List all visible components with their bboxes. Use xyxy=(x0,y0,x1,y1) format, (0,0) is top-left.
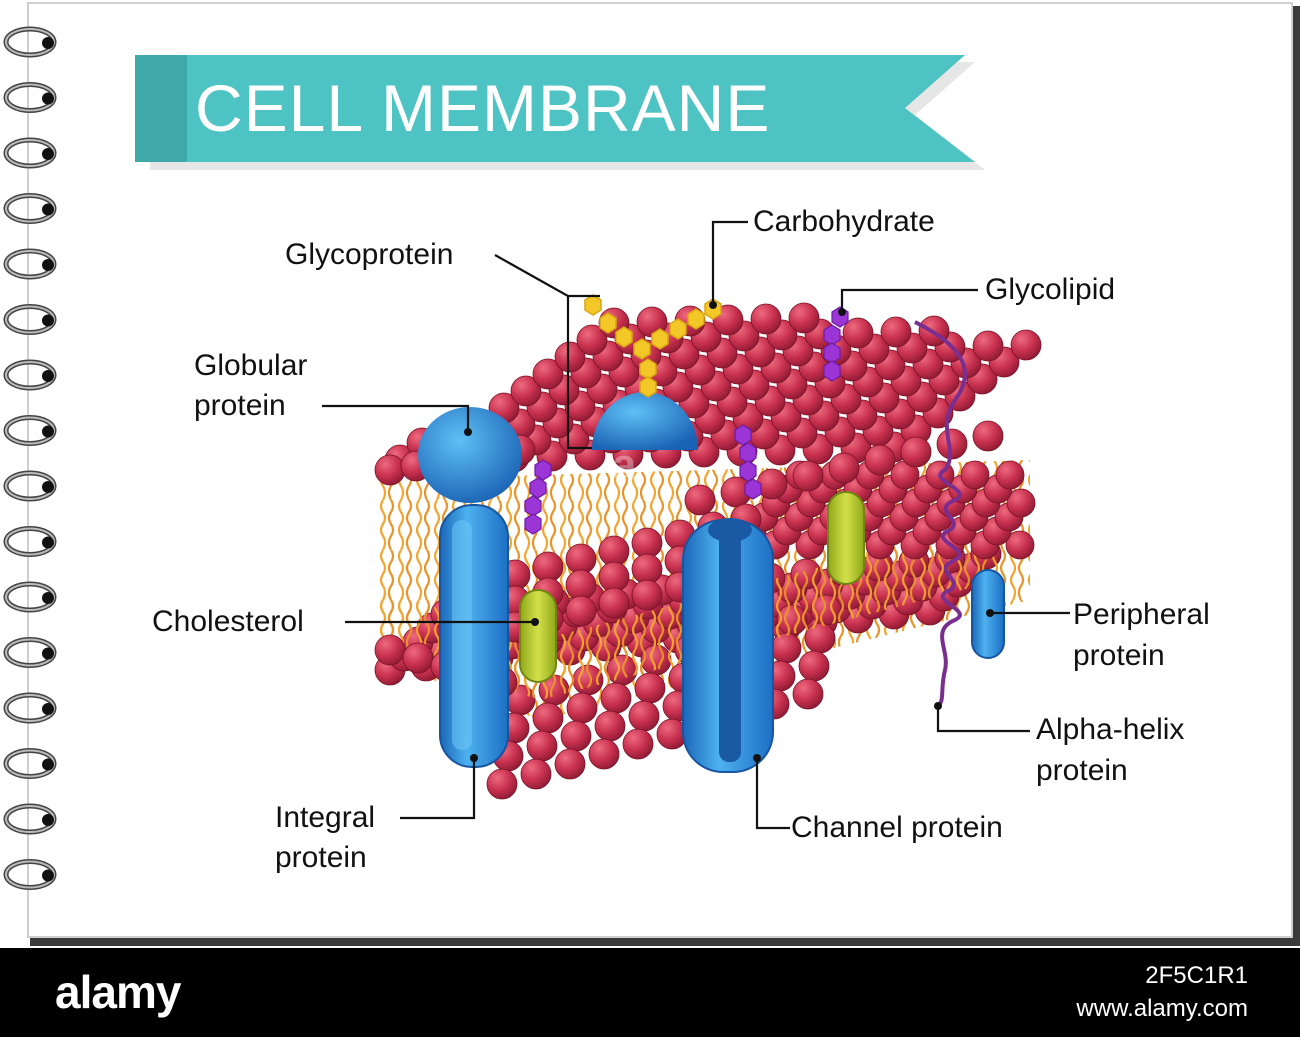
leader-dots xyxy=(464,301,994,762)
spiral-ring xyxy=(3,82,57,113)
spiral-ring xyxy=(3,137,57,169)
integral-protein xyxy=(439,504,509,768)
label-globular-line2: protein xyxy=(194,389,286,422)
glycolipid-chains xyxy=(524,306,849,535)
glycoprotein-dome xyxy=(592,392,698,450)
spiral-ring xyxy=(3,470,57,502)
spiral-ring xyxy=(3,748,57,779)
label-channel: Channel protein xyxy=(791,811,1003,844)
label-alpha-line1: Alpha-helix xyxy=(1036,713,1185,746)
label-integral-line2: protein xyxy=(275,841,367,874)
spiral-ring xyxy=(3,248,57,280)
cholesterol xyxy=(519,589,557,683)
spiral-ring xyxy=(3,859,57,890)
spiral-ring xyxy=(3,692,57,724)
site-url: www.alamy.com xyxy=(1076,995,1248,1022)
watermark: a xyxy=(612,440,637,489)
spiral-ring xyxy=(3,304,57,335)
label-integral-line1: Integral xyxy=(275,801,376,834)
label-alpha-line2: protein xyxy=(1036,754,1128,787)
label-peripheral-line1: Peripheral xyxy=(1073,598,1210,631)
spiral-ring xyxy=(3,526,57,557)
alpha-helix-protein xyxy=(914,320,967,708)
leader-lines xyxy=(322,220,1070,830)
title-banner xyxy=(135,55,985,170)
channel-protein xyxy=(682,518,774,773)
spiral-ring xyxy=(3,581,57,613)
image-code: 2F5C1R1 xyxy=(1145,962,1248,989)
spiral-ring xyxy=(3,26,57,58)
page-title: CELL MEMBRANE xyxy=(195,71,771,145)
brand-logo: alamy xyxy=(55,966,181,1018)
cholesterol-2 xyxy=(827,491,865,585)
spiral-ring xyxy=(3,415,57,446)
label-cholesterol: Cholesterol xyxy=(152,605,304,638)
spiral-ring xyxy=(3,359,57,391)
globular-protein xyxy=(418,407,522,503)
spiral-ring xyxy=(3,637,57,668)
label-carbohydrate: Carbohydrate xyxy=(753,205,935,238)
label-globular-line1: Globular xyxy=(194,349,308,382)
spiral-ring xyxy=(3,803,57,835)
spiral-binding xyxy=(3,26,57,890)
spiral-ring xyxy=(3,193,57,224)
label-glycoprotein: Glycoprotein xyxy=(285,238,454,271)
stock-footer-bar: alamy 2F5C1R1 www.alamy.com xyxy=(0,948,1300,1037)
label-glycolipid: Glycolipid xyxy=(985,273,1116,306)
notebook-page xyxy=(3,2,1300,946)
label-peripheral-line2: protein xyxy=(1073,639,1165,672)
